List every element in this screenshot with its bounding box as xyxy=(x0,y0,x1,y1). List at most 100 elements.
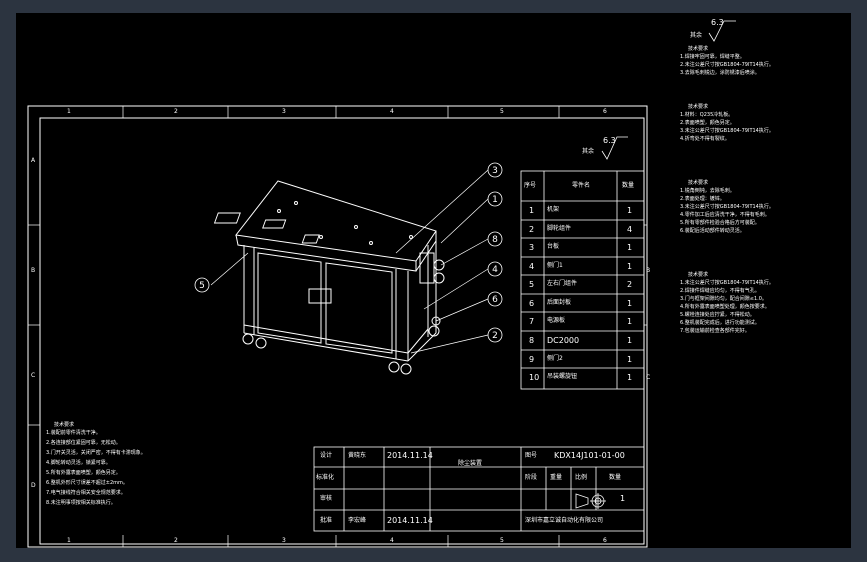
callout-number: 4 xyxy=(492,265,498,275)
bom-cell-no: 5 xyxy=(529,280,535,289)
bom-cell-qty: 1 xyxy=(627,262,633,271)
zone-row-label: A xyxy=(31,157,36,164)
notes-line: 5.螺栓连接处应拧紧，不得松动。 xyxy=(680,312,755,318)
projection-symbol-icon xyxy=(575,493,606,509)
bom-cell-no: 1 xyxy=(529,206,535,215)
notes-line: 2.未注公差尺寸按GB1804-79IT14执行。 xyxy=(680,62,774,68)
notes-title: 技术要求 xyxy=(688,272,709,278)
zone-col-label: 1 xyxy=(67,537,71,544)
zone-col-label: 4 xyxy=(390,537,394,544)
bom-cell-qty: 1 xyxy=(627,336,633,345)
zone-col-label: 2 xyxy=(174,537,178,544)
stage-label: 阶段 xyxy=(525,474,538,481)
bom-cell-qty: 1 xyxy=(627,206,633,215)
roughness-value: 6.3 xyxy=(603,136,616,145)
ratio-label: 数量 xyxy=(609,474,622,481)
notes-line: 4.零件加工后应清洗干净，不得有毛刺。 xyxy=(680,212,770,218)
roughness-rest-label: 其余 xyxy=(690,32,703,39)
zone-row-label: C xyxy=(31,372,36,379)
callout-number: 1 xyxy=(492,195,498,205)
zone-col-label: 1 xyxy=(67,108,71,115)
zone-row-label: C xyxy=(646,374,651,381)
callout-circle xyxy=(487,231,503,247)
bom-cell-no: 8 xyxy=(529,336,535,345)
weight-label: 重量 xyxy=(550,474,563,481)
notes-line: 1.焊接牢固可靠，焊缝平整。 xyxy=(680,54,745,60)
zone-row-label: B xyxy=(646,267,651,274)
notes-line: 7.包装运输前检查各部件完好。 xyxy=(680,328,750,334)
drawing-no-label: 图号 xyxy=(525,452,538,459)
bom-cell-qty: 1 xyxy=(627,299,633,308)
zone-row-label: B xyxy=(31,267,36,274)
scale-label: 比例 xyxy=(575,474,588,481)
notes-line: 1.锐角倒钝，去除毛刺。 xyxy=(680,188,735,194)
notes-line: 3.未注公差尺寸按GB1804-79IT14执行。 xyxy=(680,204,774,210)
bom-cell-name: 左右门组件 xyxy=(547,280,578,287)
cabinet-isometric xyxy=(213,180,445,375)
notes-line: 8.未注明事项按相关标准执行。 xyxy=(46,500,116,506)
callout-circle xyxy=(487,191,503,207)
notes-line: 6.整机装配完成后，进行功能测试。 xyxy=(680,320,760,326)
label-design: 设计 xyxy=(320,452,333,459)
notes-line: 2.各连接部位紧固可靠，无松动。 xyxy=(46,440,121,446)
notes-line: 1.材料：Q235冷轧板。 xyxy=(680,112,734,118)
notes-line: 4.脚轮转动灵活，锁紧可靠。 xyxy=(46,460,111,466)
label-approve: 批准 xyxy=(320,517,333,524)
callout-circle xyxy=(487,261,503,277)
zone-col-label: 5 xyxy=(500,537,504,544)
design-date: 2014.11.14 xyxy=(387,451,433,460)
zone-col-label: 6 xyxy=(603,537,607,544)
roughness-rest-label: 其余 xyxy=(582,148,595,155)
reviewer-name: 李宏峰 xyxy=(348,517,367,524)
notes-title: 技术要求 xyxy=(688,180,709,186)
bom-cell-name: 电源板 xyxy=(547,317,566,324)
bom-cell-name: 吊装螺旋钮 xyxy=(547,373,578,380)
notes-title: 技术要求 xyxy=(54,422,75,428)
notes-line: 4.折弯处不得有裂纹。 xyxy=(680,136,730,142)
notes-line: 1.装配前零件清洗干净。 xyxy=(46,430,101,436)
callout-number: 3 xyxy=(492,166,498,176)
quantity-value: 1 xyxy=(620,494,626,503)
bom-cell-name: 侧门1 xyxy=(547,262,563,269)
bom-cell-name: 台板 xyxy=(547,243,560,250)
bom-cell-qty: 2 xyxy=(627,280,633,289)
callout-number: 5 xyxy=(199,281,205,291)
bom-cell-qty: 1 xyxy=(627,243,633,252)
bom-grid xyxy=(520,170,645,390)
zone-row-label: D xyxy=(31,482,36,489)
bom-cell-no: 6 xyxy=(529,299,535,308)
bom-cell-qty: 4 xyxy=(627,225,633,234)
label-standard: 标准化 xyxy=(316,474,335,481)
notes-line: 2.焊接件焊缝应均匀，不得有气孔。 xyxy=(680,288,760,294)
callout-circle xyxy=(194,277,210,293)
notes-line: 2.表面处理：镀锌。 xyxy=(680,196,725,202)
callout-leaders xyxy=(210,169,489,354)
label-review: 审核 xyxy=(320,495,333,502)
bom-cell-no: 3 xyxy=(529,243,535,252)
bom-cell-qty: 1 xyxy=(627,373,633,382)
notes-line: 3.未注公差尺寸按GB1804-79IT14执行。 xyxy=(680,128,774,134)
roughness-value: 6.3 xyxy=(711,18,724,27)
bom-header: 零件名 xyxy=(572,182,591,189)
zone-col-label: 5 xyxy=(500,108,504,115)
notes-line: 7.电气接线符合相关安全规范要求。 xyxy=(46,490,126,496)
notes-line: 3.去除毛刺锐边，涂防锈漆后喷涂。 xyxy=(680,70,760,76)
bom-cell-name: DC2000 xyxy=(547,336,580,345)
notes-line: 5.所有零部件检验合格后方可装配。 xyxy=(680,220,760,226)
approve-date: 2014.11.14 xyxy=(387,516,433,525)
zone-col-label: 4 xyxy=(390,108,394,115)
drawing-frame: 3 1 8 4 6 2 5 xyxy=(27,20,736,548)
notes-line: 6.整机外形尺寸误差不超过±2mm。 xyxy=(46,480,128,486)
part-number: KDX14J101-01-00 xyxy=(554,451,625,460)
bom-cell-no: 4 xyxy=(529,262,535,271)
bom-cell-no: 9 xyxy=(529,355,535,364)
bom-cell-name: 机架 xyxy=(547,206,560,213)
bom-cell-no: 7 xyxy=(529,317,535,326)
callout-number: 8 xyxy=(492,235,498,245)
callout-circle xyxy=(487,327,503,343)
designer-name: 黄晓东 xyxy=(348,452,367,459)
zone-col-label: 3 xyxy=(282,537,286,544)
zone-col-label: 3 xyxy=(282,108,286,115)
bom-cell-name: 后面封板 xyxy=(547,299,572,306)
